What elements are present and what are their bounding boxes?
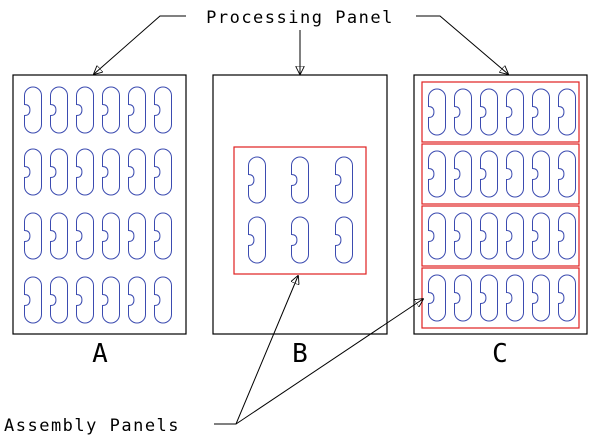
panel-a-part-r1-c2 <box>50 86 68 134</box>
panel-b-part-r1-c1 <box>248 156 266 204</box>
panel-a-part-r1-c5 <box>128 86 146 134</box>
panel-a-part-r2-c4 <box>102 148 120 196</box>
panel-a-part-r3-c4 <box>102 212 120 260</box>
panel-c-part-f3-c5 <box>532 212 550 260</box>
panel-c-part-f3-c1 <box>428 212 446 260</box>
assembly-panels-leaders <box>214 276 423 425</box>
panel-b-part-r2-c1 <box>248 216 266 264</box>
panel-a-part-r2-c3 <box>76 148 94 196</box>
panel-c-part-f4-c3 <box>480 274 498 322</box>
panel-c-assembly-frame-3 <box>421 205 580 267</box>
panel-b-part-r1-c2 <box>291 156 309 204</box>
panel-a-part-r2-c1 <box>24 148 42 196</box>
panel-a-part-r2-c6 <box>154 148 172 196</box>
panel-a-part-r2-c2 <box>50 148 68 196</box>
panel-b-parts <box>248 156 353 264</box>
panel-a-part-r3-c5 <box>128 212 146 260</box>
panel-b-outline <box>212 74 388 335</box>
panel-a-part-r1-c4 <box>102 86 120 134</box>
panel-b <box>212 74 388 335</box>
panel-a-part-r3-c3 <box>76 212 94 260</box>
panel-b-caption: B <box>292 339 308 369</box>
leader-to-panel-b-frame <box>214 276 298 425</box>
panel-c-part-f1-c2 <box>454 88 472 136</box>
panel-a-part-r1-c3 <box>76 86 94 134</box>
panel-c-assembly-frame-1 <box>421 81 580 143</box>
panel-b-part-r1-c3 <box>335 156 353 204</box>
panel-c-part-f2-c5 <box>532 150 550 198</box>
panel-a-part-r3-c6 <box>154 212 172 260</box>
panel-a-part-r2-c5 <box>128 148 146 196</box>
processing-panel-label: Processing Panel <box>206 8 394 28</box>
panel-a-part-r3-c2 <box>50 212 68 260</box>
panel-c-part-f2-c1 <box>428 150 446 198</box>
leader-to-panel-a <box>94 15 186 74</box>
panel-c-part-f3-c2 <box>454 212 472 260</box>
panel-a-parts <box>24 86 172 324</box>
processing-panel-leaders <box>94 15 508 74</box>
panel-a-part-r4-c1 <box>24 276 42 324</box>
panel-a-part-r4-c4 <box>102 276 120 324</box>
panel-c-part-f1-c3 <box>480 88 498 136</box>
leader-to-panel-c-frame <box>235 299 423 425</box>
panel-c-part-f3-c3 <box>480 212 498 260</box>
panel-b-part-r2-c3 <box>335 216 353 264</box>
panel-a-part-r1-c6 <box>154 86 172 134</box>
panel-b-assembly-frame <box>233 146 367 275</box>
panel-c-part-f3-c4 <box>506 212 524 260</box>
panel-c-part-f2-c6 <box>558 150 576 198</box>
panel-c-part-f4-c1 <box>428 274 446 322</box>
panel-c-outline <box>413 74 588 335</box>
panel-c <box>413 74 588 335</box>
panel-c-part-f4-c5 <box>532 274 550 322</box>
panel-a-part-r4-c3 <box>76 276 94 324</box>
panel-a-part-r3-c1 <box>24 212 42 260</box>
panel-a-part-r4-c2 <box>50 276 68 324</box>
panel-c-parts <box>428 88 576 322</box>
panel-c-part-f3-c6 <box>558 212 576 260</box>
panel-a <box>12 74 187 335</box>
panel-a-outline <box>12 74 187 335</box>
panel-c-caption: C <box>492 339 508 369</box>
panel-c-part-f4-c6 <box>558 274 576 322</box>
panel-c-part-f2-c4 <box>506 150 524 198</box>
leader-to-panel-c <box>416 15 508 74</box>
panel-c-part-f4-c4 <box>506 274 524 322</box>
panel-a-part-r4-c6 <box>154 276 172 324</box>
panel-a-part-r1-c1 <box>24 86 42 134</box>
panel-c-part-f1-c5 <box>532 88 550 136</box>
panel-c-part-f2-c2 <box>454 150 472 198</box>
panel-c-part-f1-c4 <box>506 88 524 136</box>
panel-c-part-f2-c3 <box>480 150 498 198</box>
panel-c-part-f1-c1 <box>428 88 446 136</box>
panel-a-caption: A <box>92 339 108 369</box>
panel-c-assembly-frame-2 <box>421 143 580 205</box>
panel-c-part-f1-c6 <box>558 88 576 136</box>
panel-c-part-f4-c2 <box>454 274 472 322</box>
assembly-panels-label: Assembly Panels <box>4 416 180 436</box>
panel-b-part-r2-c2 <box>291 216 309 264</box>
panel-a-part-r4-c5 <box>128 276 146 324</box>
